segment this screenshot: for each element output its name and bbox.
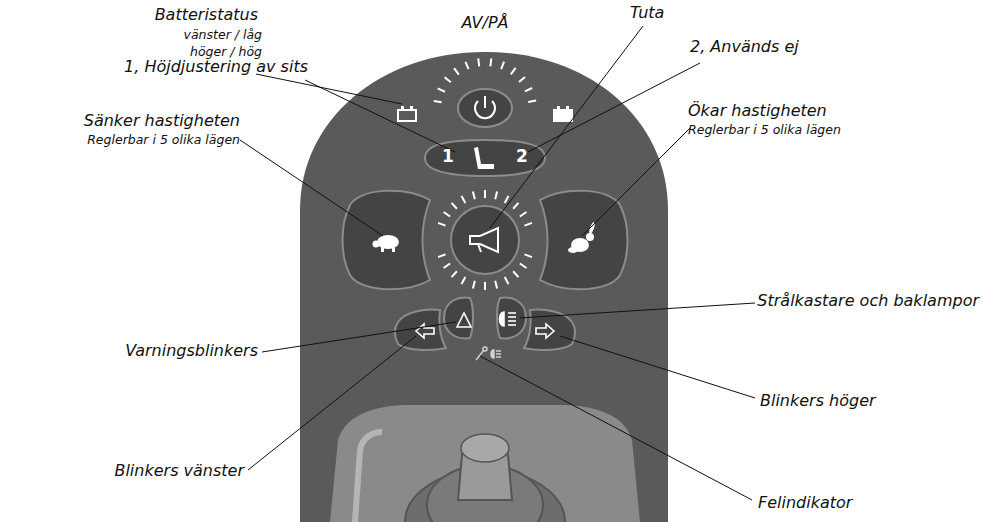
tick-mark: [495, 191, 497, 199]
tick-mark: [438, 254, 446, 257]
tick-mark: [434, 101, 442, 102]
part-label: Sänker hastigheten: [84, 112, 240, 130]
part-label: Strålkastare och baklampor: [757, 292, 979, 310]
leader-line: [480, 356, 752, 500]
speed-down-button: [343, 191, 431, 290]
right-arrow-icon: [536, 324, 554, 338]
tick-mark: [513, 203, 518, 209]
tick-mark: [445, 77, 451, 82]
horn-icon: [470, 228, 498, 252]
tick-mark: [452, 271, 457, 277]
leader-line: [262, 322, 456, 352]
horn-button: [451, 206, 519, 274]
leader-line: [520, 303, 755, 318]
tick-mark: [454, 68, 459, 74]
right-indicator-button: [524, 310, 575, 351]
part-label: Blinkers vänster: [114, 462, 244, 480]
tick-mark: [495, 281, 497, 289]
callout-number: 1: [442, 147, 454, 166]
turtle-icon: [373, 235, 400, 252]
tick-mark: [466, 62, 469, 69]
part-label: Varningsblinkers: [125, 342, 258, 360]
leader-line: [560, 336, 755, 398]
tick-mark: [513, 271, 518, 277]
tick-mark: [528, 101, 536, 102]
tick-mark: [524, 223, 532, 226]
tick-mark: [525, 88, 532, 91]
leader-line: [582, 128, 690, 236]
tick-mark: [478, 58, 479, 66]
tick-mark: [520, 263, 527, 267]
tick-mark: [452, 203, 457, 209]
part-label: 1, Höjdjustering av sits: [124, 58, 308, 76]
note-label: Reglerbar i 5 olika lägen: [87, 133, 240, 147]
tick-mark: [519, 77, 525, 82]
leader-line: [256, 74, 402, 104]
part-label: Tuta: [630, 4, 664, 22]
tick-mark: [505, 196, 509, 203]
part-label: 2, Används ej: [690, 38, 799, 56]
tick-mark: [473, 191, 475, 199]
speed-up-button: [540, 191, 628, 290]
hazard-icon: [457, 313, 471, 327]
tick-mark: [484, 282, 486, 290]
speed-gauge: [438, 190, 532, 290]
power-button: [458, 89, 512, 127]
headlight-icon: [500, 312, 517, 326]
tick-mark: [444, 263, 451, 267]
tick-mark: [444, 212, 451, 216]
leader-line: [248, 336, 416, 470]
controller-body: [300, 52, 668, 522]
note-label: höger / hög: [190, 45, 262, 59]
hazard-button: [444, 298, 473, 339]
tick-mark: [462, 196, 466, 203]
tick-mark: [511, 68, 516, 74]
battery-high-icon: [554, 106, 572, 121]
tick-mark: [520, 212, 527, 216]
part-label: Blinkers höger: [760, 392, 876, 410]
leader-line: [528, 63, 700, 152]
panel-highlight: [355, 432, 382, 522]
part-label: Felindikator: [758, 494, 852, 512]
tick-mark: [484, 190, 486, 198]
tick-mark: [501, 62, 504, 69]
part-label: AV/PÅ: [461, 14, 508, 32]
fault-indicator: [476, 347, 501, 360]
seat-button: [425, 140, 545, 176]
callout-number: 2: [516, 147, 528, 166]
leader-lines: [240, 26, 755, 500]
tick-mark: [489, 58, 492, 66]
tick-mark: [438, 223, 446, 226]
tick-mark: [438, 88, 445, 91]
tick-mark: [473, 281, 475, 289]
seat-icon: [474, 147, 494, 169]
part-label: Batteristatus: [155, 6, 258, 24]
joystick-top: [461, 434, 509, 462]
leader-line: [240, 140, 383, 236]
tick-mark: [524, 254, 532, 257]
note-label: Reglerbar i 5 olika lägen: [688, 123, 841, 137]
tick-mark: [462, 277, 466, 284]
note-label: vänster / låg: [184, 28, 262, 42]
battery-low-icon: [398, 106, 416, 121]
part-label: Ökar hastigheten: [688, 102, 827, 120]
tick-mark: [505, 277, 509, 284]
leader-line: [305, 80, 455, 152]
